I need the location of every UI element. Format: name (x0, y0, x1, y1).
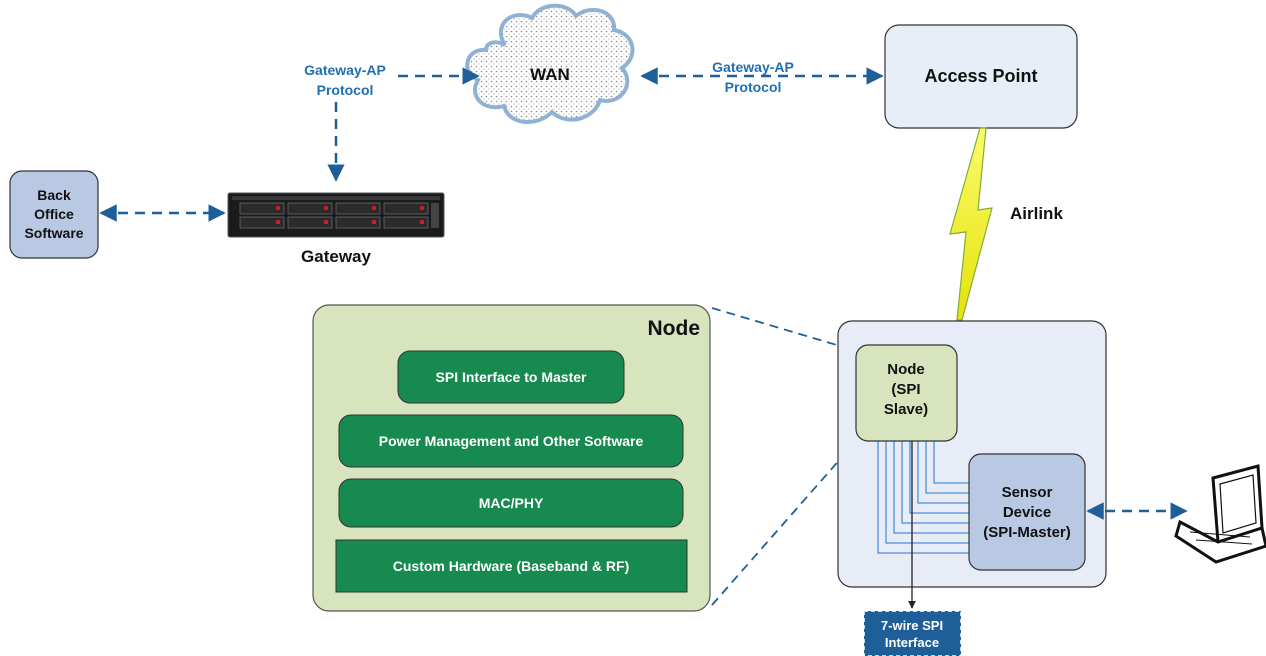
layer-power-label: Power Management and Other Software (379, 433, 644, 449)
layer-mac-phy[interactable]: MAC/PHY (338, 478, 684, 528)
sensor-label-line1: Sensor (1002, 484, 1053, 501)
layer-spi-label: SPI Interface to Master (436, 369, 587, 385)
layer-mac-label: MAC/PHY (479, 495, 544, 511)
laptop-icon (1174, 464, 1266, 564)
airlink: Airlink (949, 127, 1063, 321)
spi-tag-label-line2: Interface (885, 635, 939, 650)
back-office-label-line2: Office (34, 206, 74, 222)
spi-tag-label-line1: 7-wire SPI (881, 618, 943, 633)
back-office-label-line3: Software (24, 225, 83, 241)
node-slave-label-line3: Slave) (884, 401, 928, 418)
protocol-label-right-line2: Protocol (725, 79, 782, 95)
cloud-icon (465, 3, 635, 125)
sensor-label-line2: Device (1003, 504, 1051, 521)
sensor-label-line3: (SPI-Master) (983, 524, 1071, 541)
back-office-label-line1: Back (37, 187, 71, 203)
layer-power-management[interactable]: Power Management and Other Software (338, 414, 684, 468)
gateway-server[interactable]: Gateway (227, 192, 445, 266)
wan-label: WAN (530, 65, 570, 84)
access-point[interactable]: Access Point (884, 24, 1078, 129)
node-slave-label-line2: (SPI (891, 381, 920, 398)
node-panel-title: Node (648, 317, 701, 340)
node-stack-panel: Node SPI Interface to Master Power Manag… (312, 304, 711, 612)
protocol-label-left-line1: Gateway-AP (304, 62, 386, 78)
lightning-bolt-icon (949, 127, 993, 321)
wan-cloud: WAN (465, 3, 635, 125)
zoom-connector-lines (711, 307, 858, 606)
layer-custom-hardware[interactable]: Custom Hardware (Baseband & RF) (335, 539, 688, 593)
sensor-device[interactable]: Sensor Device (SPI-Master) (968, 453, 1086, 571)
gateway-label: Gateway (301, 247, 371, 266)
gateway-ap-protocol-left: Gateway-AP Protocol (304, 62, 386, 98)
layer-hardware-label: Custom Hardware (Baseband & RF) (393, 558, 629, 574)
protocol-label-left-line2: Protocol (317, 82, 374, 98)
node-spi-slave[interactable]: Node (SPI Slave) (855, 344, 958, 442)
laptop[interactable] (1174, 464, 1266, 564)
node-slave-label-line1: Node (887, 361, 925, 378)
airlink-label: Airlink (1010, 204, 1063, 223)
layer-spi-interface[interactable]: SPI Interface to Master (397, 350, 625, 404)
protocol-label-right-line1: Gateway-AP (712, 59, 794, 75)
access-point-label: Access Point (924, 66, 1037, 86)
server-rack-icon (227, 192, 445, 238)
back-office-software[interactable]: Back Office Software (9, 170, 99, 259)
spi-wires (877, 441, 970, 554)
spi-interface-tag: 7-wire SPI Interface (863, 610, 962, 656)
